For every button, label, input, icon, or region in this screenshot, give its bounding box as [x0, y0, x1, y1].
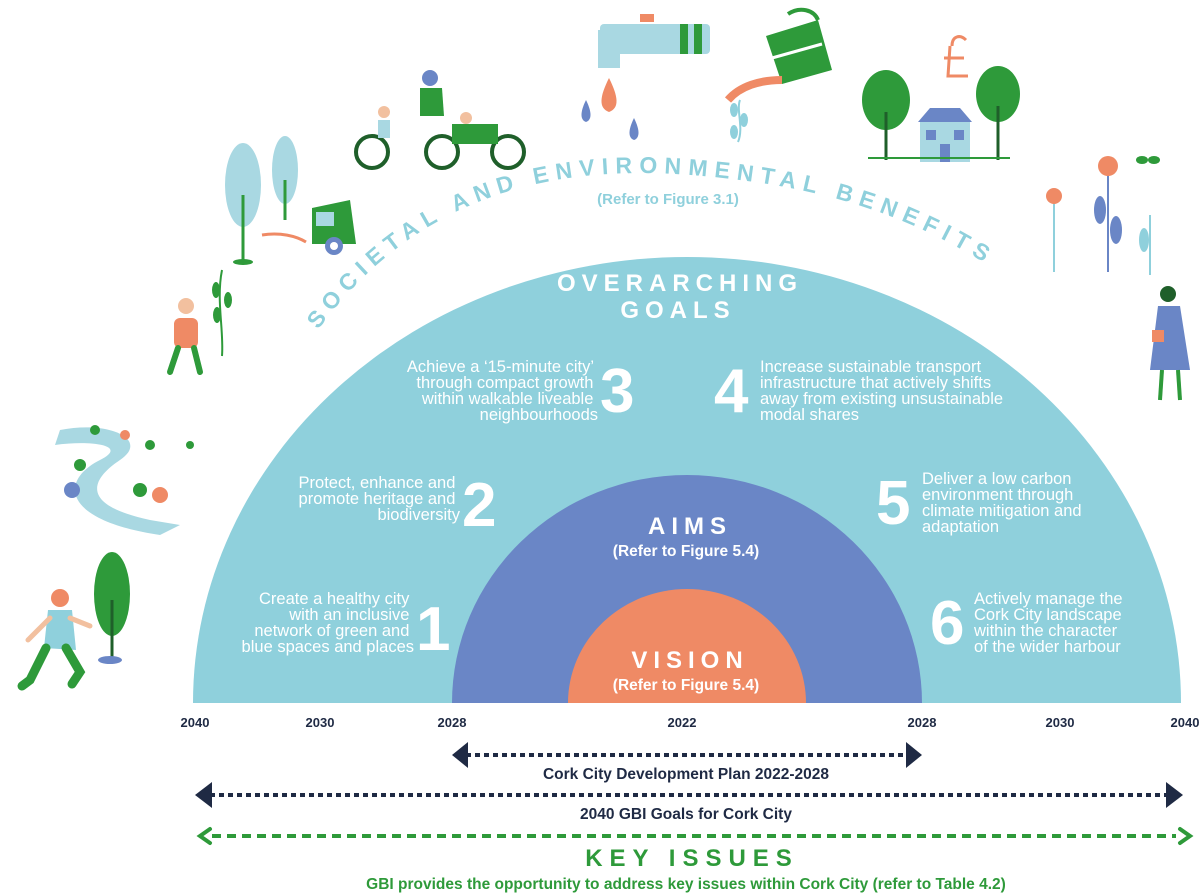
tap-icon [581, 14, 710, 140]
goal-3: Achieve a ‘15-minute city’ through compa… [407, 357, 635, 426]
goal-4-text: Increase sustainable transport infrastru… [760, 358, 1008, 424]
vision-core [568, 589, 806, 703]
goals-heading-line2: GOALS [620, 297, 735, 324]
year-label: 2028 [438, 715, 467, 730]
year-label: 2028 [908, 715, 937, 730]
goal-5-number: 5 [876, 469, 910, 538]
truck-icon [261, 200, 356, 255]
goal-5: 5 Deliver a low carbon environment throu… [876, 469, 1086, 538]
runner-icon [17, 589, 93, 691]
house-icon [862, 66, 1020, 162]
goal-6-text: Actively manage the Cork City landscape … [973, 590, 1127, 656]
goal-2: Protect, enhance and promote heritage an… [299, 471, 497, 540]
goal-2-text: Protect, enhance and promote heritage an… [299, 474, 461, 524]
benefits-ref: (Refer to Figure 3.1) [597, 191, 739, 208]
key-issues-subtitle: GBI provides the opportunity to address … [366, 876, 1006, 893]
key-issues-arrow [196, 827, 1194, 845]
river-icon [55, 425, 194, 535]
walker-icon [1150, 286, 1190, 401]
year-label: 2022 [668, 715, 697, 730]
goal-4: 4 Increase sustainable transport infrast… [714, 357, 1008, 426]
vision-ref: (Refer to Figure 5.4) [613, 677, 759, 694]
goals-heading-line1: OVERARCHING [557, 270, 803, 297]
butterfly-icon [1136, 156, 1160, 164]
goal-6: 6 Actively manage the Cork City landscap… [930, 589, 1127, 658]
dev-plan-arrow [452, 742, 922, 768]
aims-ref: (Refer to Figure 5.4) [613, 543, 759, 560]
timeline-years: 2040 2030 2028 2022 2028 2030 2040 [181, 715, 1200, 730]
goal-6-number: 6 [930, 589, 964, 658]
goal-4-number: 4 [714, 357, 749, 426]
goal-3-number: 3 [600, 357, 634, 426]
goal-2-number: 2 [462, 471, 496, 540]
vision-title: VISION [631, 647, 748, 674]
year-label: 2040 [1171, 715, 1200, 730]
year-label: 2030 [306, 715, 335, 730]
year-label: 2040 [181, 715, 210, 730]
gbi-goals-arrow [195, 782, 1183, 808]
dev-plan-label: Cork City Development Plan 2022-2028 [543, 766, 829, 783]
year-label: 2030 [1046, 715, 1075, 730]
watering-can-icon [724, 7, 832, 143]
goal-3-text: Achieve a ‘15-minute city’ through compa… [407, 358, 598, 424]
cargo-bike-icon [354, 70, 526, 170]
gbi-goals-label: 2040 GBI Goals for Cork City [580, 806, 792, 823]
pound-icon [944, 35, 968, 78]
flower-icon [1046, 156, 1151, 275]
aims-title: AIMS [648, 513, 732, 540]
goal-1-number: 1 [416, 595, 450, 664]
tree-icon [94, 552, 130, 664]
tree-icon [225, 136, 298, 265]
goal-5-text: Deliver a low carbon environment through… [922, 470, 1086, 536]
goal-1: Create a healthy city with an inclusive … [242, 590, 451, 664]
goal-1-text: Create a healthy city with an inclusive … [242, 590, 414, 656]
key-issues-title: KEY ISSUES [585, 845, 799, 872]
jogger-icon [167, 269, 232, 375]
